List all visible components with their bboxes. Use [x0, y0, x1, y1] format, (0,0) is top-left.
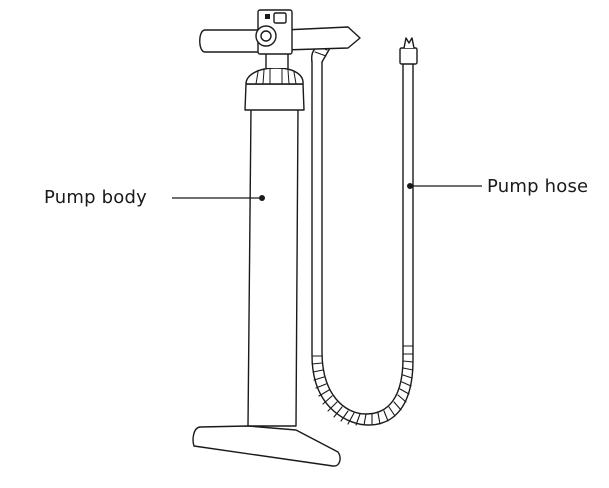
label-pump-body: Pump body [44, 187, 147, 208]
callout-dot [259, 195, 265, 201]
callout-pump-hose [407, 183, 482, 189]
hose-coil-ridges [311, 345, 414, 426]
hose-end-cap [399, 47, 418, 65]
pump-handle [199, 9, 361, 55]
label-pump-hose: Pump hose [487, 176, 589, 197]
callout-pump-body [172, 195, 265, 201]
hose-nozzle-icon [403, 37, 415, 49]
pump-body [192, 45, 341, 467]
callout-dot [407, 183, 413, 189]
pump-base [192, 425, 341, 467]
pump-collar [244, 83, 305, 111]
pump-hose [311, 37, 418, 426]
